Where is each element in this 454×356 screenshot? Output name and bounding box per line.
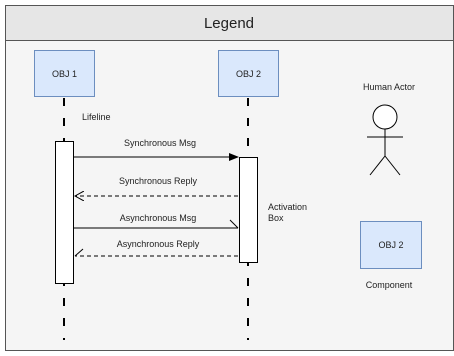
- obj2-label: OBJ 2: [236, 69, 261, 79]
- async-reply-label: Asynchronous Reply: [117, 239, 200, 249]
- human-actor-icon: [367, 104, 403, 176]
- async-reply-arrowhead: [74, 248, 84, 257]
- obj1-label: OBJ 1: [52, 69, 77, 79]
- component-box: [360, 221, 422, 269]
- activation-box-label-line1: Activation: [268, 202, 307, 212]
- component-box-label: OBJ 2: [378, 240, 403, 250]
- component-label: Component: [366, 280, 413, 290]
- sync-reply-label: Synchronous Reply: [119, 176, 198, 186]
- lifeline-label: Lifeline: [82, 112, 111, 122]
- obj2-activation-box: [239, 157, 258, 263]
- legend-header: [5, 5, 454, 41]
- async-msg-label: Asynchronous Msg: [120, 213, 197, 223]
- obj1-box: [34, 50, 95, 97]
- human-actor-label: Human Actor: [363, 82, 415, 92]
- obj2-box: [218, 50, 279, 97]
- obj1-activation-box: [55, 141, 74, 284]
- sync-msg-label: Synchronous Msg: [124, 138, 196, 148]
- legend-title: Legend: [204, 15, 254, 32]
- activation-box-label-line2: Box: [268, 213, 284, 223]
- async-msg-arrowhead: [229, 219, 239, 229]
